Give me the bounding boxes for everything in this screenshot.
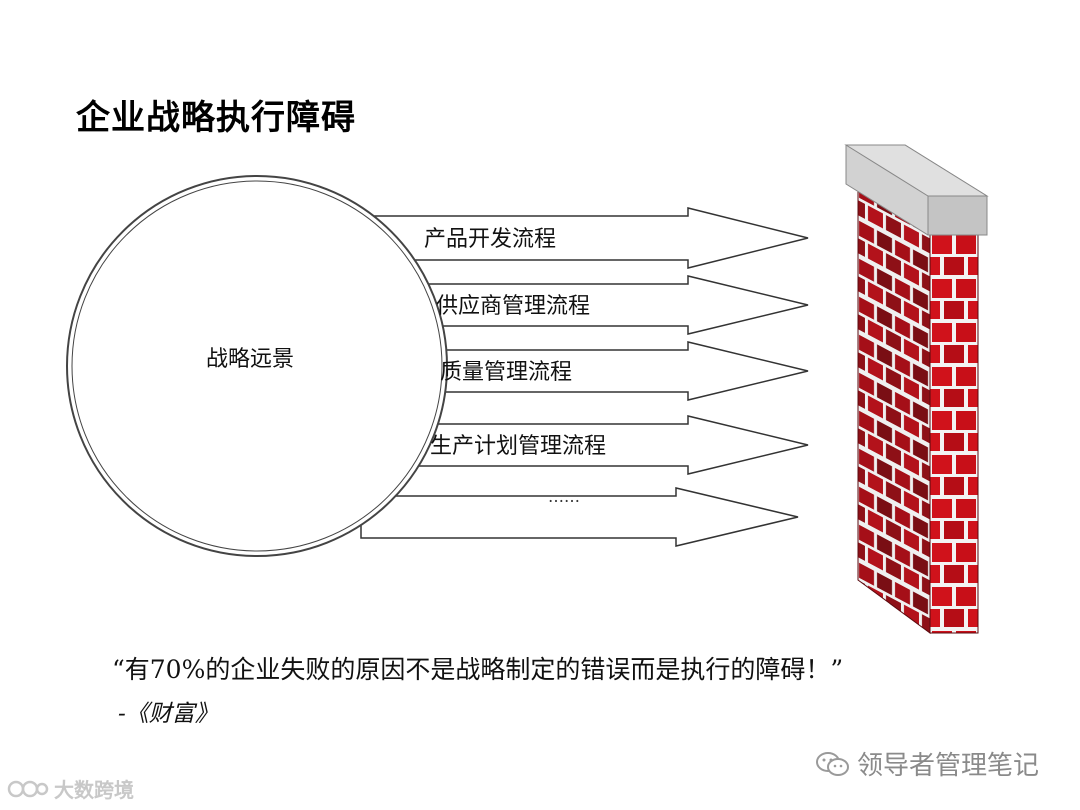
watermark-left-label: 大数跨境 <box>54 778 134 802</box>
quote-source: -《财富》 <box>118 701 218 727</box>
vision-label: 战略远景 <box>206 347 294 372</box>
quote-text: “有70%的企业失败的原因不是战略制定的错误而是执行的障碍！” <box>112 655 844 684</box>
logo-icon <box>7 780 49 797</box>
process-label-2: 供应商管理流程 <box>436 294 590 319</box>
brick-wall <box>844 144 989 634</box>
page-title: 企业战略执行障碍 <box>76 98 356 138</box>
process-label-3: 质量管理流程 <box>440 360 572 385</box>
process-arrow-1 <box>372 207 809 269</box>
watermark-left: 大数跨境 <box>6 774 134 803</box>
vision-circle <box>66 175 448 557</box>
process-arrow-5 <box>360 487 799 547</box>
process-label-1: 产品开发流程 <box>424 227 556 252</box>
process-label-5: …… <box>548 487 580 506</box>
watermark-right: 领导者管理笔记 <box>815 745 1039 782</box>
watermark-right-label: 领导者管理笔记 <box>857 751 1040 781</box>
process-arrow-4 <box>372 415 809 475</box>
process-label-4: 生产计划管理流程 <box>430 434 606 459</box>
wechat-icon <box>816 751 849 776</box>
